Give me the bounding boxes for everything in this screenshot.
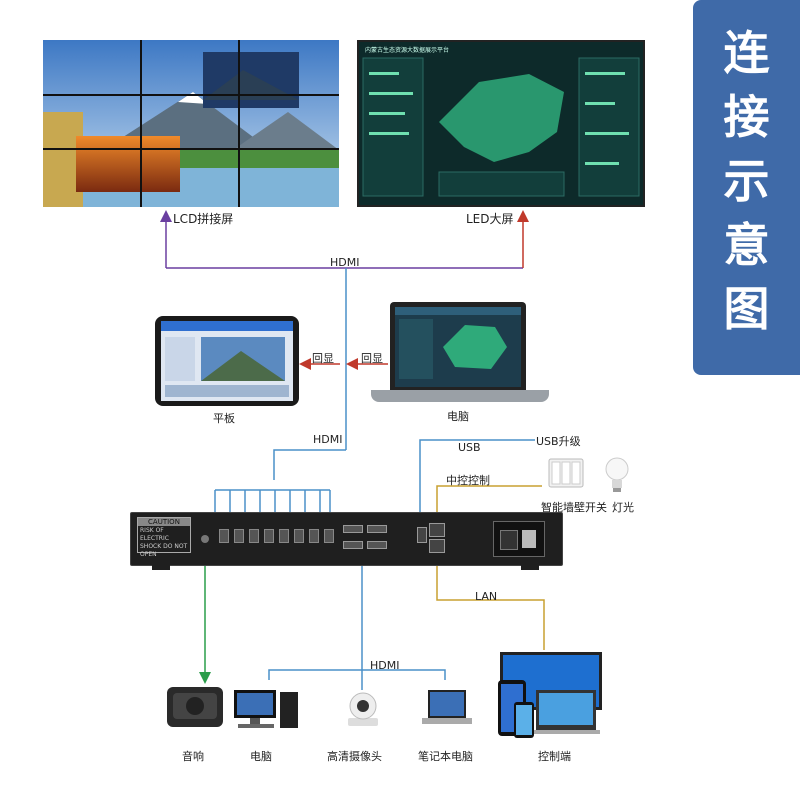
pc-label: 电脑: [250, 750, 272, 763]
hdmi-in-port-1[interactable]: [343, 525, 363, 533]
hdmi-out-port-2[interactable]: [234, 529, 244, 543]
hdmi-mid-label: HDMI: [313, 433, 343, 446]
laptop-label: 电脑: [447, 410, 469, 423]
usb-label: USB: [458, 441, 481, 454]
tablet-device: [155, 316, 299, 406]
sidebar-title-panel: 连 接 示 意 图: [693, 0, 800, 375]
hdmi-in-bus: [268, 669, 446, 680]
laptop-screen-graphic: [395, 307, 521, 379]
laptop-device: [390, 302, 526, 390]
hdmi-out-port-4[interactable]: [264, 529, 274, 543]
hdmi-out-port-6[interactable]: [294, 529, 304, 543]
usb-port[interactable]: [417, 527, 427, 543]
title-char-4: 意: [723, 218, 770, 272]
power-socket[interactable]: [493, 521, 545, 557]
led-big-screen: 内蒙古生态资源大数据展示平台: [357, 40, 645, 207]
laptop-base: [371, 390, 549, 402]
led-dashboard-graphic: [362, 57, 640, 197]
hdmi-in-port-2[interactable]: [367, 525, 387, 533]
lcd-label: LCD拼接屏: [173, 212, 234, 226]
hdmi-bottom-label: HDMI: [370, 659, 400, 672]
tablet-screen-graphic: [161, 321, 293, 397]
hdmi-top-label: HDMI: [330, 256, 360, 269]
speaker-label: 音响: [182, 750, 204, 763]
led-screen-title: 内蒙古生态资源大数据展示平台: [365, 47, 450, 54]
title-char-1: 连: [723, 26, 770, 80]
lan-label: LAN: [475, 590, 498, 603]
hdmi-out-port-3[interactable]: [249, 529, 259, 543]
hdmi-in-port-4[interactable]: [367, 541, 387, 549]
audio-jack[interactable]: [201, 535, 209, 543]
tablet-label: 平板: [213, 412, 235, 425]
notebook-icon: [422, 690, 472, 724]
wall-switch-icon: [548, 458, 584, 488]
central-control-label: 中控控制: [446, 474, 490, 487]
usb-upgrade-label: USB升级: [536, 435, 581, 448]
hdmi-out-port-8[interactable]: [324, 529, 334, 543]
hdmi-out-port-7[interactable]: [309, 529, 319, 543]
hdmi-out-port-5[interactable]: [279, 529, 289, 543]
matrix-processor-device: CAUTION RISK OF ELECTRIC SHOCK DO NOT OP…: [130, 512, 563, 566]
hdmi-out-port-1[interactable]: [219, 529, 229, 543]
usb-line: [419, 439, 535, 520]
caution-label: CAUTION RISK OF ELECTRIC SHOCK DO NOT OP…: [137, 517, 191, 558]
lan-line: [431, 550, 545, 650]
central-control-line: [436, 485, 542, 520]
echo-label-left: 回显: [312, 352, 334, 365]
echo-label-right: 回显: [361, 352, 383, 365]
control-label: 控制端: [538, 750, 571, 763]
control-terminal-icon: [498, 652, 602, 738]
title-char-5: 图: [723, 282, 770, 336]
camera-icon: [348, 692, 378, 726]
device-foot-right: [521, 564, 539, 570]
camera-label: 高清摄像头: [327, 750, 382, 763]
lan-port[interactable]: [429, 539, 445, 553]
light-bulb-icon: [605, 457, 629, 492]
device-foot-left: [152, 564, 170, 570]
lcd-splicing-wall: [43, 40, 339, 207]
led-label: LED大屏: [466, 212, 514, 226]
hdmi-in-port-3[interactable]: [343, 541, 363, 549]
hdmi-out-trunk: [273, 449, 346, 480]
title-char-3: 示: [723, 154, 770, 208]
rs232-port[interactable]: [429, 523, 445, 537]
title-char-2: 接: [723, 90, 770, 144]
notebook-label: 笔记本电脑: [418, 750, 473, 763]
light-label: 灯光: [612, 501, 634, 514]
wall-switch-label: 智能墙壁开关: [541, 501, 607, 514]
desktop-pc-icon: [234, 690, 298, 728]
speaker-icon: [167, 687, 223, 727]
